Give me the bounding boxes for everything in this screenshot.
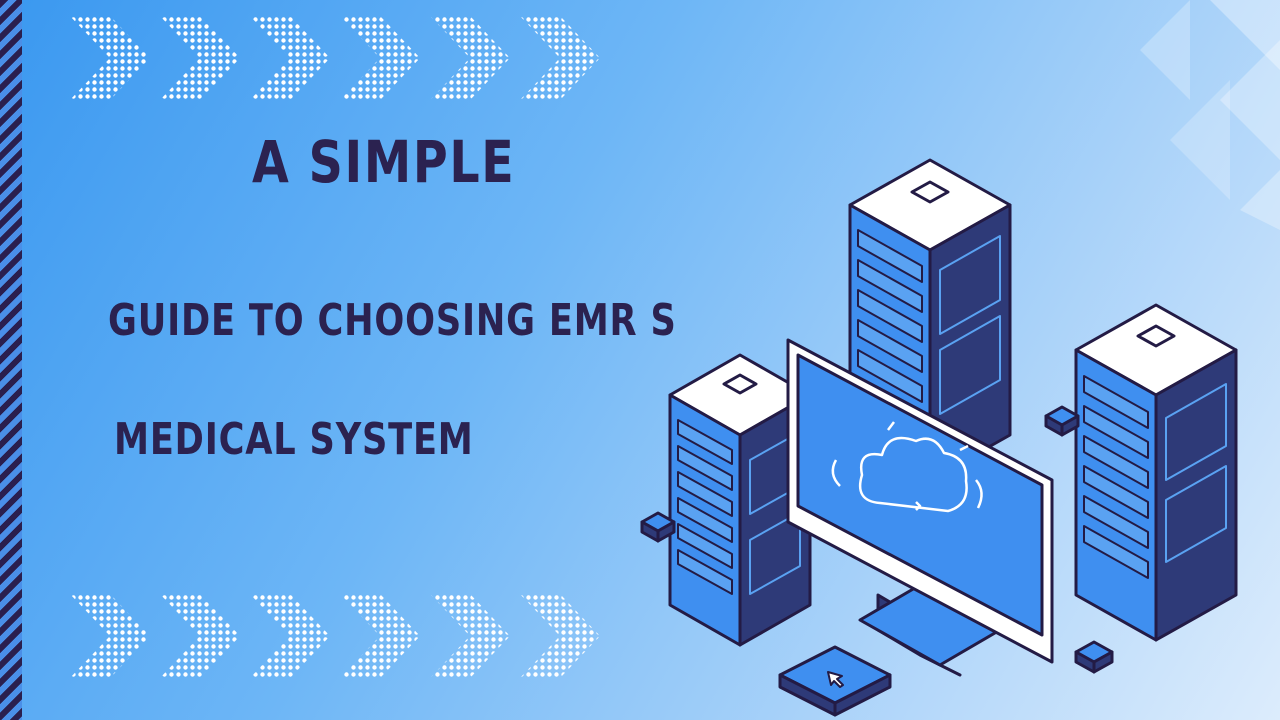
- headline-line-1: A SIMPLE: [252, 128, 516, 196]
- input-device: [778, 645, 892, 717]
- headline-line-3: MEDICAL SYSTEM: [114, 414, 474, 465]
- headline-line-2: GUIDE TO CHOOSING EMR S: [108, 295, 677, 346]
- server-tower-left: [668, 353, 812, 647]
- isometric-servers-illustration: [640, 158, 1238, 717]
- cursor-icon: [827, 671, 844, 688]
- dotted-chevron-arrows-top: [70, 16, 600, 100]
- diagonal-stripe-border: [0, 0, 22, 720]
- cloud-icon: [831, 421, 983, 513]
- floating-chip-left: [640, 511, 676, 543]
- floating-chip-mid: [1044, 405, 1080, 437]
- floating-chip-right: [1074, 640, 1114, 674]
- server-tower-right: [1074, 303, 1238, 642]
- monitor-with-cloud: [786, 338, 1054, 677]
- corner-triangle-decoration: [1140, 0, 1280, 230]
- dotted-chevron-arrows-bottom: [70, 594, 600, 678]
